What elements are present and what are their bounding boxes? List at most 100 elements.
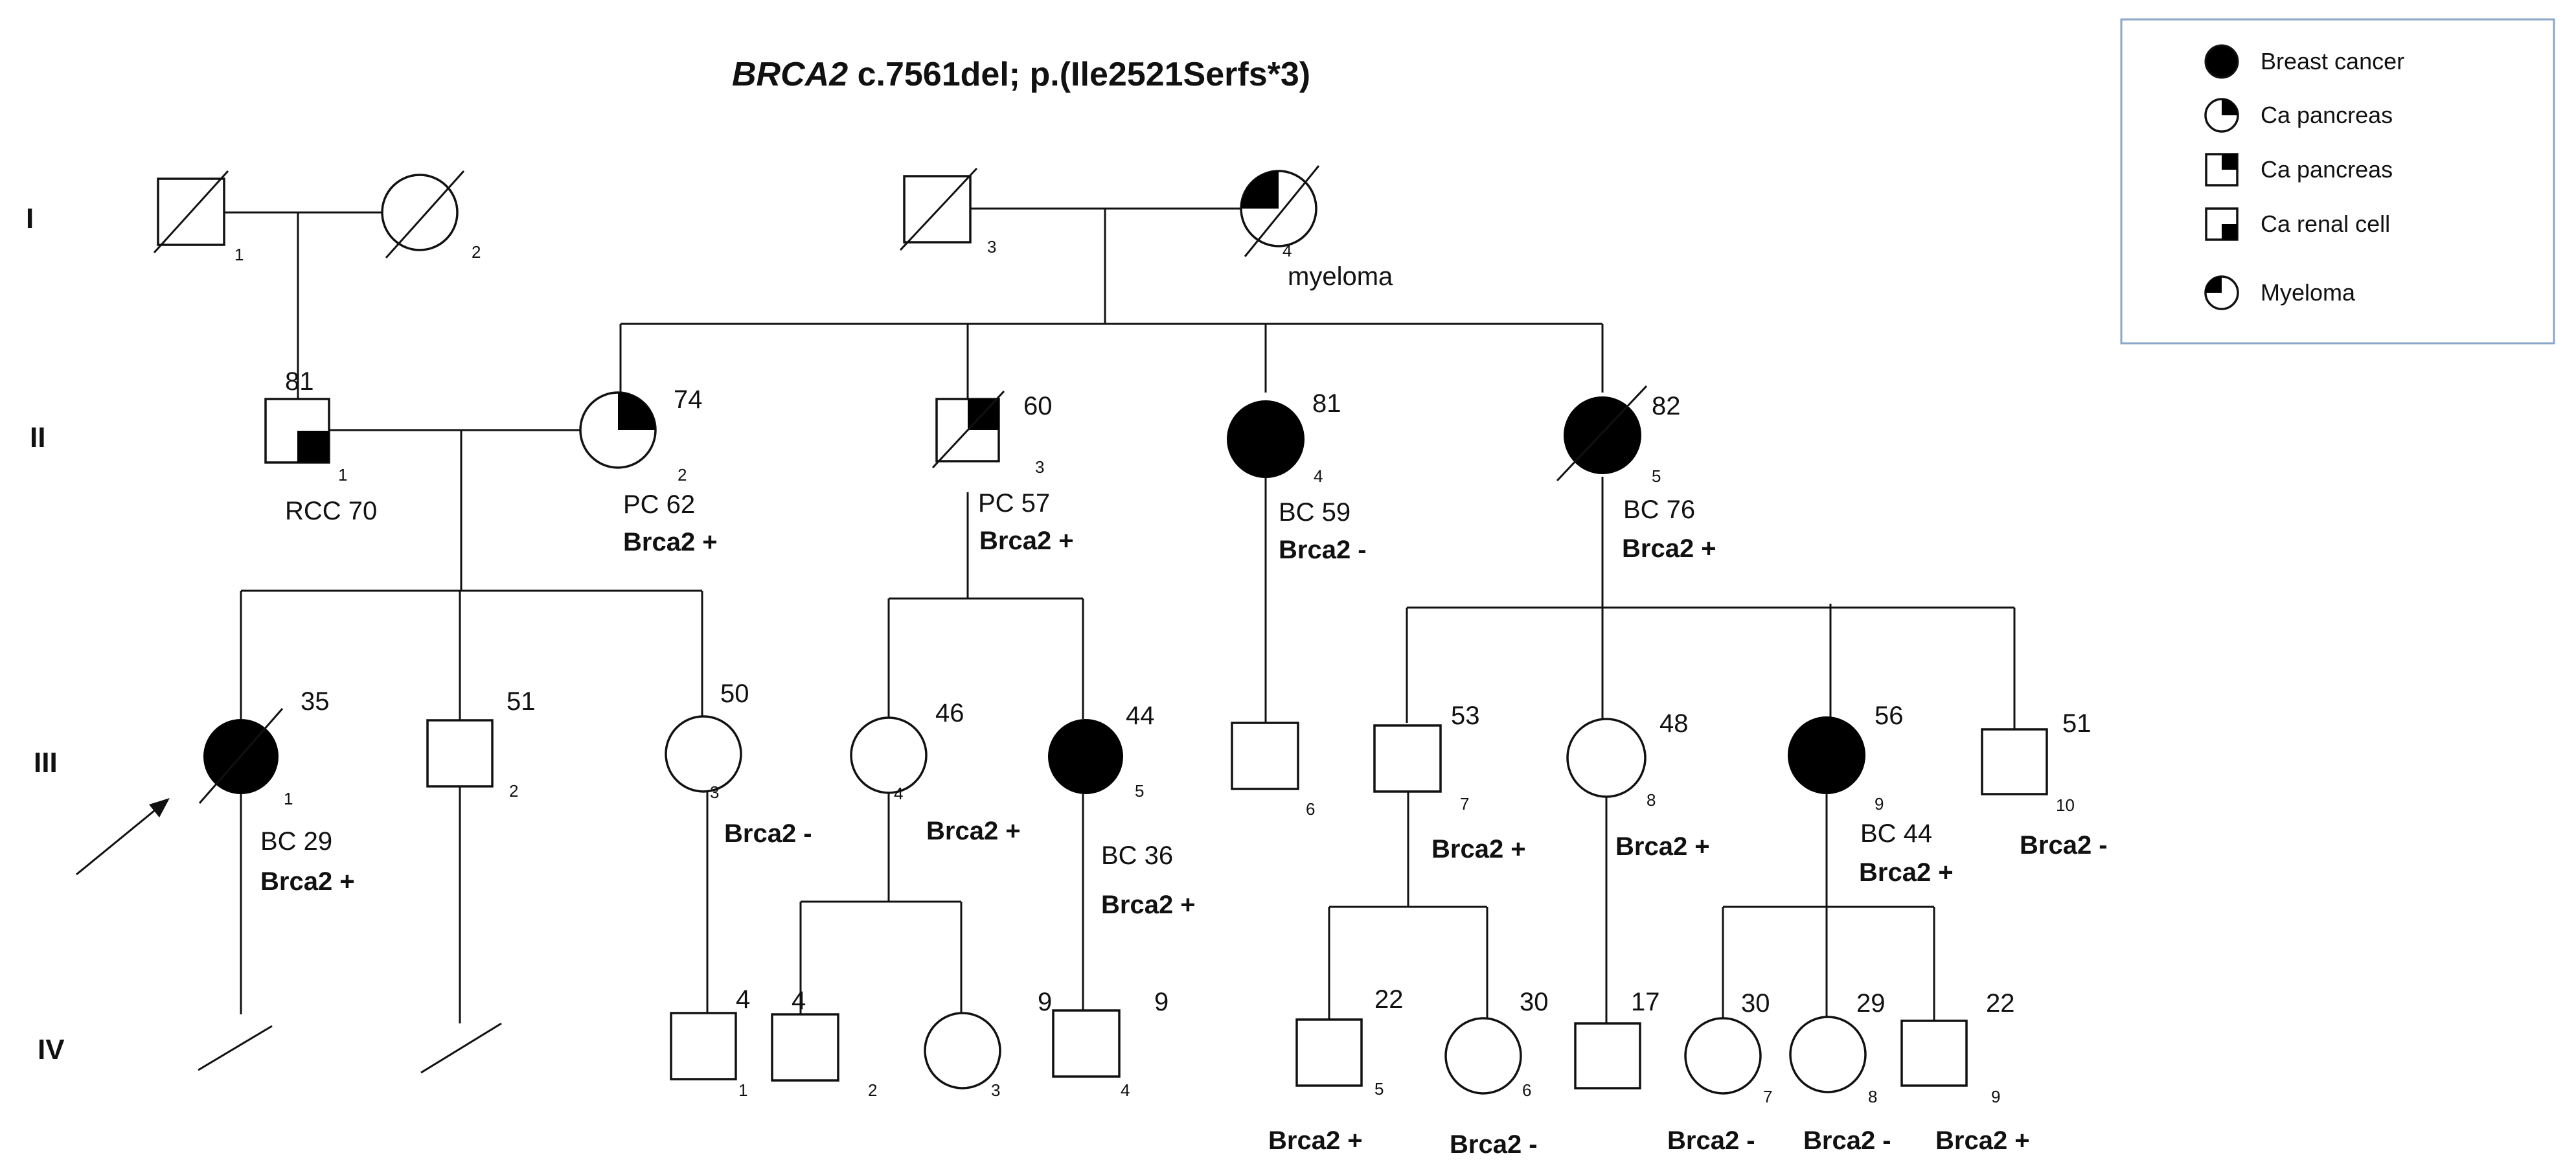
svg-text:60: 60 [1023, 392, 1053, 420]
individual-III-7: 53 7 Brca2 + [1373, 702, 1526, 863]
deceased-mark [899, 167, 978, 251]
individual-II-5: 82 5 BC 76 Brca2 + [1556, 385, 1716, 563]
svg-text:Brca2 +: Brca2 + [1615, 832, 1710, 861]
deceased-mark [931, 390, 1005, 469]
individual-number: 1 [234, 245, 244, 264]
svg-text:2: 2 [678, 465, 687, 485]
individual-II-3: 60 3 PC 57 Brca2 + [931, 390, 1074, 555]
svg-text:51: 51 [507, 687, 536, 716]
individual-IV-2: 4 2 [771, 987, 877, 1100]
svg-text:3: 3 [1035, 457, 1044, 477]
svg-text:48: 48 [1659, 709, 1689, 738]
svg-text:PC 62: PC 62 [623, 490, 695, 519]
individual-I-2: 2 [381, 170, 481, 262]
individual-IV-7: 17 [1574, 988, 1660, 1089]
individual-IV-5: 22 5 Brca2 + [1268, 985, 1404, 1155]
deceased-mark [385, 170, 465, 259]
svg-text:6: 6 [1306, 799, 1315, 819]
individual-III-2: 51 2 [426, 687, 536, 801]
svg-text:9: 9 [1991, 1087, 2000, 1106]
individual-III-1-proband: 35 1 BC 29 Brca2 + [76, 687, 355, 896]
svg-text:Ca pancreas: Ca pancreas [2261, 102, 2393, 128]
title-variant: c.7561del; p.(Ile2521Serfs*3) [848, 56, 1310, 93]
svg-text:4: 4 [894, 784, 903, 803]
svg-text:35: 35 [301, 687, 330, 716]
individual-III-8: 48 8 Brca2 + [1566, 709, 1710, 861]
legend-item-breast-cancer: Breast cancer [2204, 44, 2404, 79]
individual-I-1: 1 [153, 170, 244, 264]
svg-text:9: 9 [1875, 794, 1884, 814]
svg-text:Brca2 +: Brca2 + [1431, 835, 1526, 863]
svg-text:81: 81 [1312, 389, 1341, 418]
legend: Breast cancer Ca pancreas Ca pancreas Ca… [2120, 18, 2555, 345]
individual-II-1: 81 1 RCC 70 [264, 367, 377, 525]
pedigree-title: BRCA2 c.7561del; p.(Ile2521Serfs*3) [732, 56, 1310, 93]
svg-text:Brca2 -: Brca2 - [1667, 1126, 1755, 1155]
legend-item-ca-pancreas-male: Ca pancreas [2205, 153, 2393, 187]
svg-text:Brca2 -: Brca2 - [1803, 1126, 1891, 1155]
individual-number: 4 [1282, 241, 1292, 260]
svg-text:5: 5 [1652, 466, 1661, 486]
individual-IV-10: 22 9 Brca2 + [1900, 989, 2030, 1155]
individual-IV-1: 4 1 [670, 985, 750, 1100]
svg-text:1: 1 [338, 465, 347, 485]
deceased-mark [1556, 385, 1648, 482]
svg-text:BC 76: BC 76 [1623, 496, 1695, 524]
deceased-mark [153, 170, 229, 254]
svg-text:9: 9 [1154, 988, 1168, 1016]
svg-text:17: 17 [1631, 988, 1660, 1016]
svg-text:4: 4 [1314, 466, 1323, 486]
myeloma-quadrant [1241, 171, 1279, 209]
svg-text:7: 7 [1763, 1087, 1772, 1106]
individual-IV-3: 9 3 [924, 988, 1052, 1100]
generation-label-3: III [34, 747, 58, 779]
svg-text:30: 30 [1741, 989, 1770, 1018]
svg-text:Brca2 -: Brca2 - [1450, 1130, 1538, 1159]
individual-II-2: 74 2 PC 62 Brca2 + [579, 385, 718, 556]
individual-III-9: 56 9 BC 44 Brca2 + [1788, 702, 1954, 887]
svg-text:8: 8 [1868, 1087, 1877, 1106]
individual-I-3: 3 [899, 167, 996, 257]
pancreas-quadrant [618, 393, 655, 430]
svg-text:8: 8 [1647, 790, 1656, 810]
legend-item-ca-renal-cell: Ca renal cell [2205, 207, 2390, 241]
svg-text:10: 10 [2056, 795, 2075, 815]
svg-text:Ca pancreas: Ca pancreas [2261, 156, 2393, 183]
svg-text:1: 1 [738, 1080, 747, 1100]
svg-text:3: 3 [710, 782, 719, 802]
svg-text:81: 81 [285, 367, 314, 396]
connection-lines [198, 207, 2016, 1074]
individual-I-4: 4 myeloma [1240, 165, 1393, 291]
svg-text:BC 44: BC 44 [1860, 819, 1932, 848]
svg-text:PC 57: PC 57 [978, 489, 1050, 518]
svg-text:46: 46 [935, 699, 964, 727]
legend-item-myeloma: Myeloma [2204, 275, 2356, 310]
svg-text:Ca renal cell: Ca renal cell [2261, 211, 2390, 237]
svg-text:Brca2 -: Brca2 - [724, 819, 812, 848]
proband-arrow-icon [76, 803, 163, 876]
svg-text:30: 30 [1520, 988, 1549, 1016]
individual-III-3: 50 3 Brca2 - [665, 679, 812, 848]
svg-text:22: 22 [1374, 985, 1404, 1014]
svg-text:Brca2 +: Brca2 + [979, 527, 1074, 555]
svg-text:7: 7 [1460, 794, 1469, 814]
svg-text:Breast cancer: Breast cancer [2261, 48, 2404, 74]
svg-text:BC 36: BC 36 [1101, 841, 1173, 870]
svg-text:Brca2 +: Brca2 + [1859, 858, 1954, 887]
svg-text:Brca2 -: Brca2 - [2020, 831, 2108, 860]
svg-text:2: 2 [509, 781, 518, 801]
svg-text:Brca2 +: Brca2 + [1935, 1126, 2030, 1155]
individual-number: 2 [472, 242, 481, 262]
svg-text:Brca2 +: Brca2 + [1268, 1126, 1363, 1155]
individual-III-6: 6 [1231, 722, 1315, 819]
individual-III-4: 46 4 Brca2 + [850, 699, 1021, 845]
legend-box [2120, 18, 2555, 345]
legend-item-ca-pancreas-female: Ca pancreas [2204, 98, 2393, 133]
svg-text:Brca2 +: Brca2 + [623, 528, 718, 556]
svg-text:50: 50 [720, 679, 749, 708]
svg-text:BC 59: BC 59 [1279, 498, 1351, 527]
svg-text:Brca2 +: Brca2 + [1622, 534, 1716, 563]
svg-text:82: 82 [1652, 392, 1681, 420]
svg-text:5: 5 [1374, 1079, 1384, 1099]
